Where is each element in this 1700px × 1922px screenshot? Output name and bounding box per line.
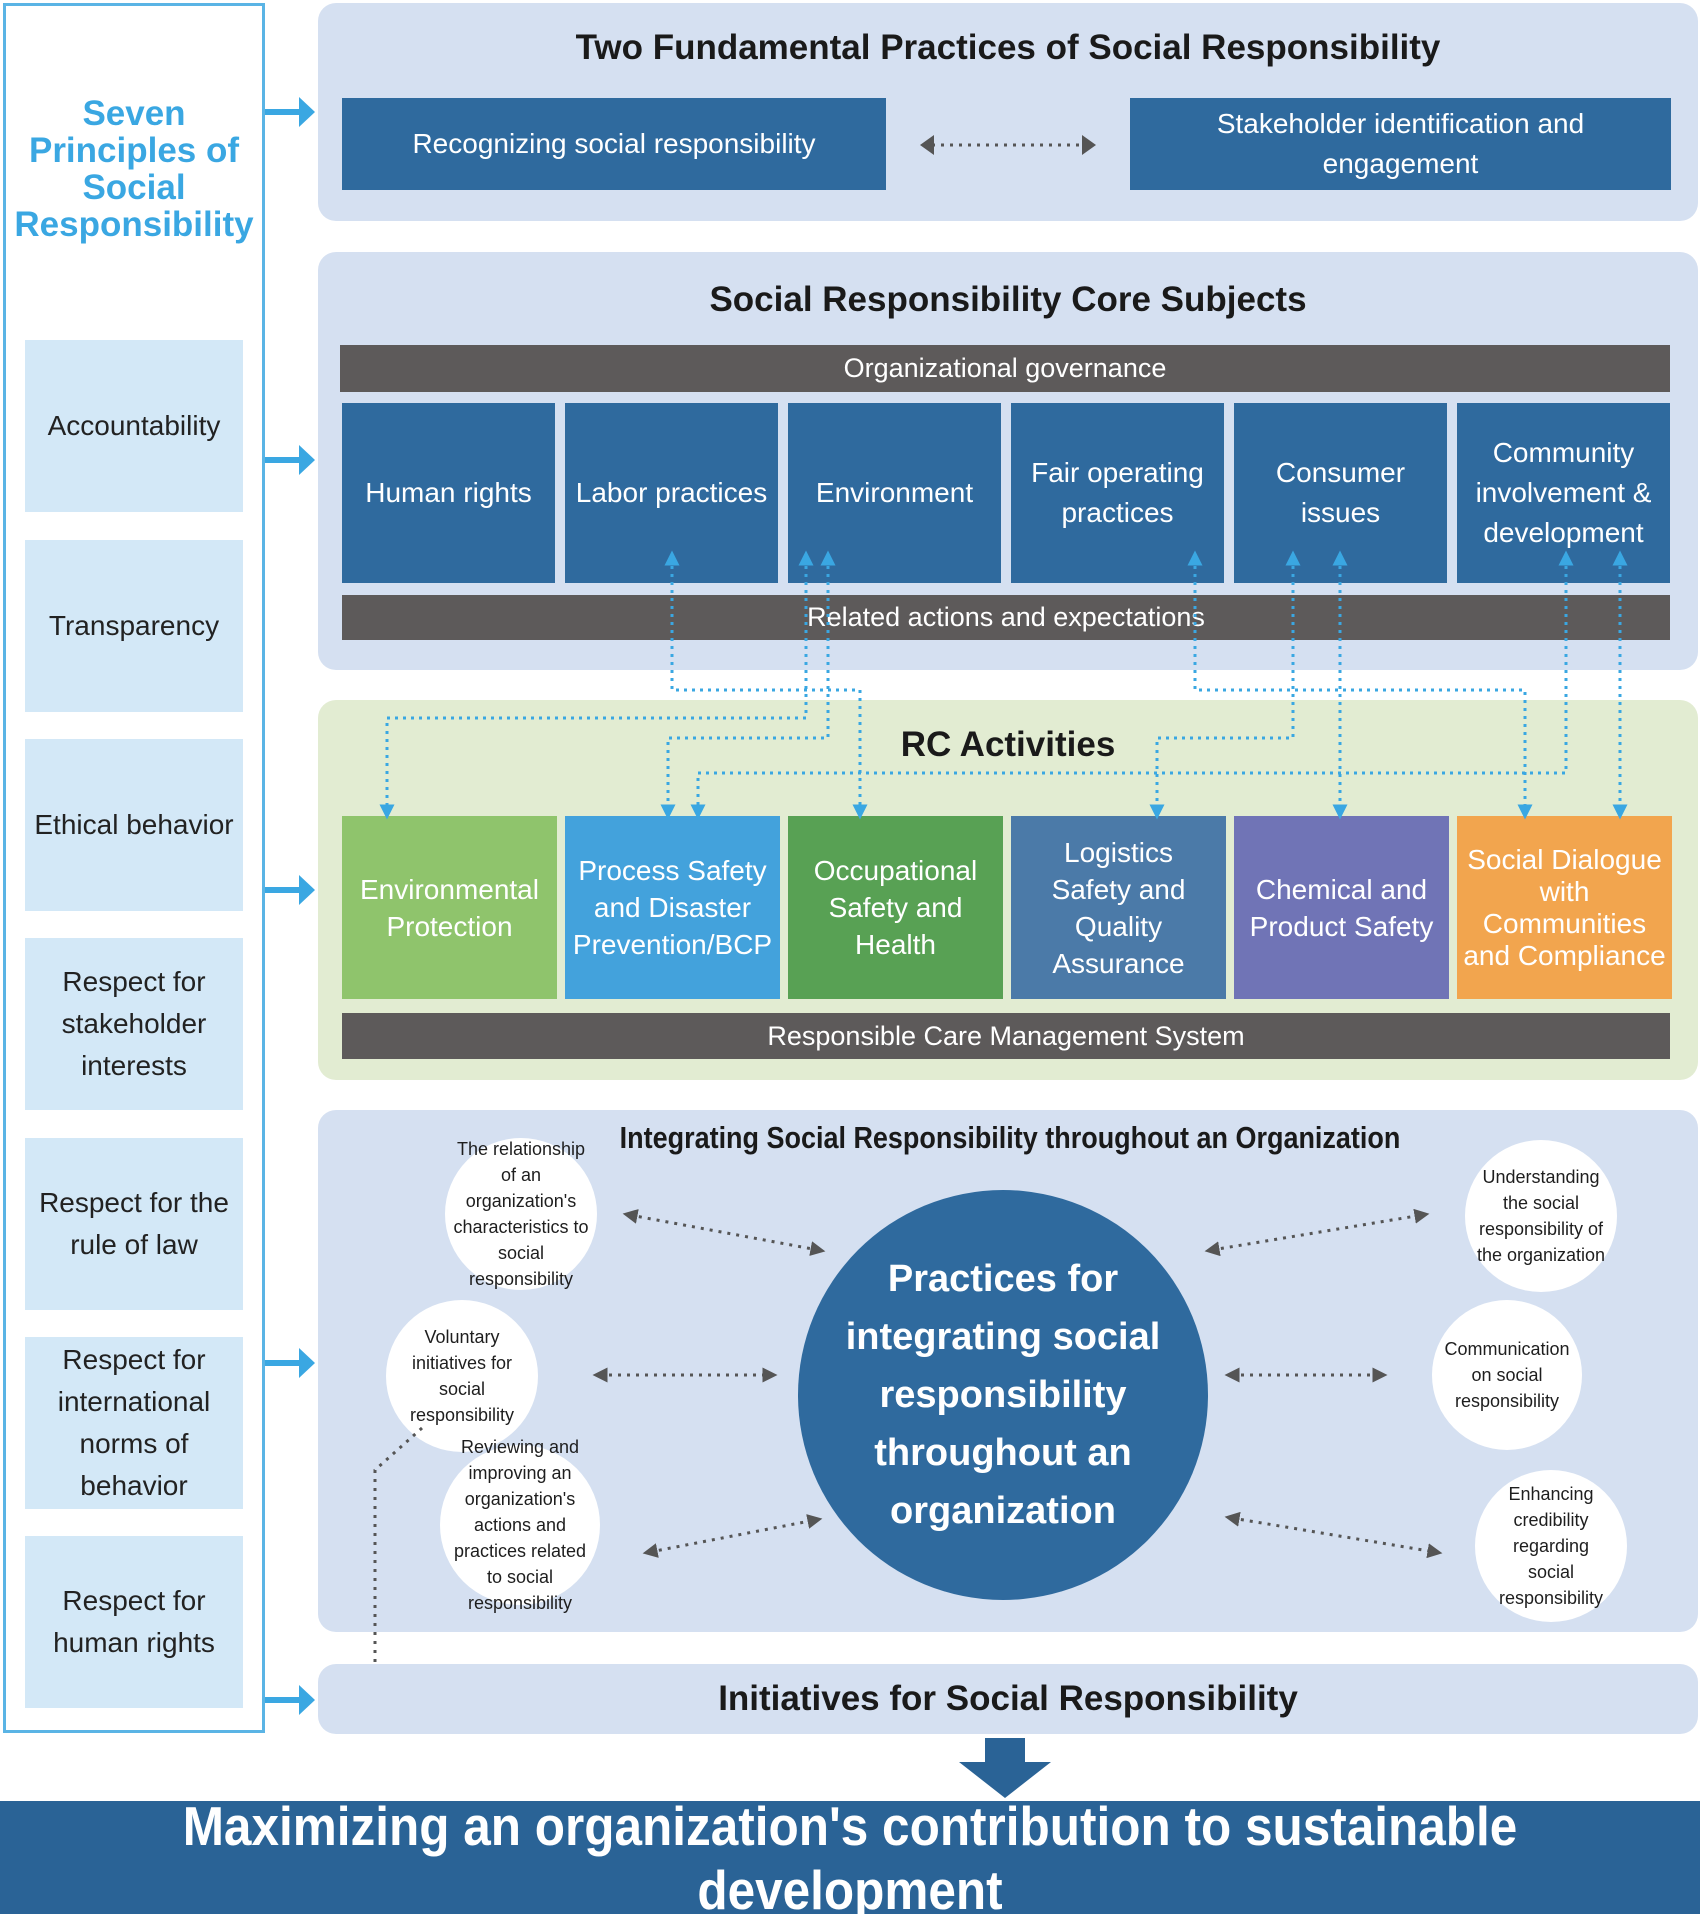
stakeholder-engagement-box: Stakeholder identification and engagemen… <box>1130 98 1671 190</box>
circle-enhancing-credibility: Enhancing credibility regarding social r… <box>1475 1470 1627 1622</box>
circle-voluntary-initiatives: Voluntary initiatives for social respons… <box>386 1300 538 1452</box>
arrow-right-icon <box>265 1348 315 1378</box>
principle-transparency: Transparency <box>25 540 243 712</box>
arrow-right-icon <box>265 1685 315 1715</box>
principle-accountability: Accountability <box>25 340 243 512</box>
recognizing-sr-box: Recognizing social responsibility <box>342 98 886 190</box>
rc-activities-title: RC Activities <box>900 725 1116 764</box>
subject-human-rights: Human rights <box>342 403 555 583</box>
principle-rule-of-law: Respect for the rule of law <box>25 1138 243 1310</box>
circle-understanding: Understanding the social responsibility … <box>1465 1140 1617 1292</box>
rc-social-dialogue: Social Dialogue with Communities and Com… <box>1457 816 1672 999</box>
circle-communication: Communication on social responsibility <box>1432 1300 1582 1450</box>
related-actions-bar: Related actions and expectations <box>342 595 1670 640</box>
arrow-down-icon <box>959 1738 1051 1798</box>
fundamental-practices-title: Two Fundamental Practices of Social Resp… <box>575 28 1441 67</box>
rc-occupational-safety: Occupational Safety and Health <box>788 816 1003 999</box>
initiatives-panel: Initiatives for Social Responsibility <box>318 1664 1698 1734</box>
circle-reviewing: Reviewing and improving an organization'… <box>440 1437 600 1613</box>
rc-chemical-product-safety: Chemical and Product Safety <box>1234 816 1449 999</box>
subject-consumer-issues: Consumer issues <box>1234 403 1447 583</box>
rc-environmental-protection: Environmental Protection <box>342 816 557 999</box>
organizational-governance-bar: Organizational governance <box>340 345 1670 392</box>
integrating-center-circle: Practices for integrating social respons… <box>798 1190 1208 1600</box>
principle-ethical-behavior: Ethical behavior <box>25 739 243 911</box>
principles-title: Seven Principles of Social Responsibilit… <box>14 94 254 244</box>
subject-labor-practices: Labor practices <box>565 403 778 583</box>
rc-logistics-safety: Logistics Safety and Quality Assurance <box>1011 816 1226 999</box>
integrating-title: Integrating Social Responsibility throug… <box>619 1120 1401 1155</box>
footer-text: Maximizing an organization's contributio… <box>182 1794 1518 1921</box>
rc-management-system-bar: Responsible Care Management System <box>342 1013 1670 1059</box>
subject-community-involvement: Community involvement & development <box>1457 403 1670 583</box>
arrow-right-icon <box>265 445 315 475</box>
arrow-right-icon <box>265 875 315 905</box>
double-arrow-icon <box>920 135 1096 155</box>
principle-stakeholder-interests: Respect for stakeholder interests <box>25 938 243 1110</box>
footer-banner: Maximizing an organization's contributio… <box>0 1795 1700 1921</box>
subject-environment: Environment <box>788 403 1001 583</box>
circle-relationship: The relationship of an organization's ch… <box>445 1138 597 1290</box>
subject-fair-operating-practices: Fair operating practices <box>1011 403 1224 583</box>
core-subjects-title: Social Responsibility Core Subjects <box>709 280 1307 319</box>
principle-human-rights: Respect for human rights <box>25 1536 243 1708</box>
arrow-right-icon <box>265 97 315 127</box>
principle-international-norms: Respect for international norms of behav… <box>25 1337 243 1509</box>
rc-process-safety: Process Safety and Disaster Prevention/B… <box>565 816 780 999</box>
